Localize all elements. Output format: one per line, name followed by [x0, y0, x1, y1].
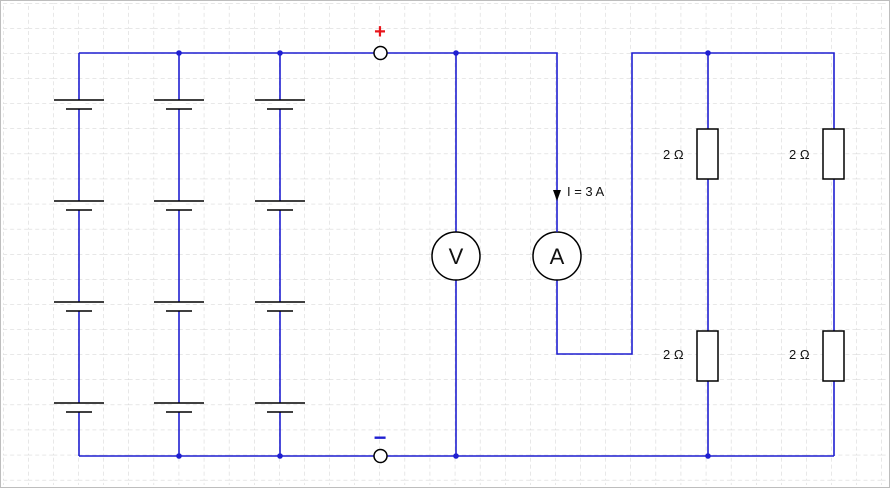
resistor-r4: [822, 330, 845, 382]
battery-cell: [154, 301, 204, 312]
minus-terminal: [373, 448, 388, 464]
battery-cell: [154, 200, 204, 211]
battery-cell: [54, 99, 104, 110]
plus-sign: +: [374, 21, 386, 43]
junction-dot: [453, 50, 459, 56]
battery-cell: [255, 402, 305, 413]
battery-cell: [255, 301, 305, 312]
current-arrow-icon: [553, 190, 561, 201]
resistor-r3: [822, 128, 845, 180]
wires: [78, 52, 835, 457]
ammeter-wire-lower: [556, 52, 835, 456]
battery-cell: [54, 301, 104, 312]
resistor-r2: [696, 330, 719, 382]
current-label: I = 3 A: [567, 184, 605, 199]
battery-cell: [154, 99, 204, 110]
junctions: [176, 50, 711, 459]
plus-terminal: [373, 45, 388, 61]
resistor-r3-label: 2 Ω: [789, 147, 810, 162]
junction-dot: [705, 50, 711, 56]
battery-cell: [154, 402, 204, 413]
batteries: [54, 99, 305, 413]
junction-dot: [176, 453, 182, 459]
battery-cell: [255, 200, 305, 211]
battery-cell: [54, 200, 104, 211]
junction-dot: [705, 453, 711, 459]
resistor-r1-label: 2 Ω: [663, 147, 684, 162]
battery-cell: [54, 402, 104, 413]
top-rail-mid: [387, 52, 558, 185]
resistor-r4-label: 2 Ω: [789, 347, 810, 362]
minus-sign: −: [374, 425, 387, 450]
junction-dot: [453, 453, 459, 459]
ammeter-symbol: A: [550, 244, 565, 269]
junction-dot: [176, 50, 182, 56]
ammeter: A: [532, 231, 582, 281]
battery-cell: [255, 99, 305, 110]
voltmeter: V: [431, 231, 481, 281]
resistor-r2-label: 2 Ω: [663, 347, 684, 362]
resistor-r1: [696, 128, 719, 180]
voltmeter-symbol: V: [449, 244, 464, 269]
junction-dot: [277, 453, 283, 459]
junction-dot: [277, 50, 283, 56]
